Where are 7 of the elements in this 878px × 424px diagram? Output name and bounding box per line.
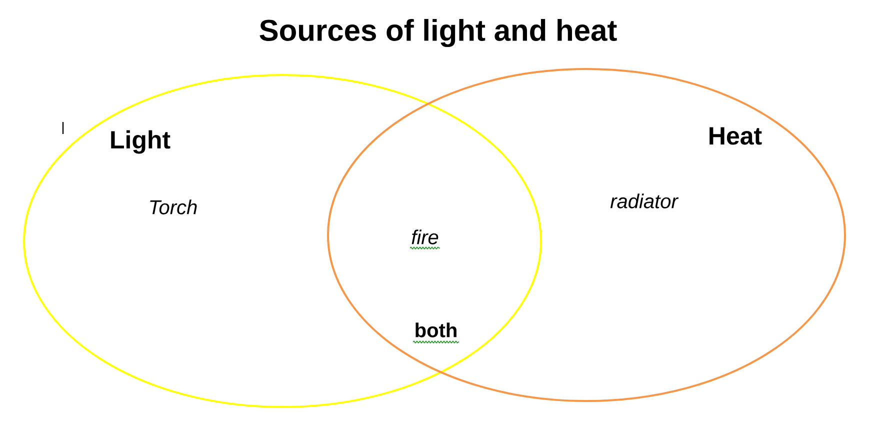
title: Sources of light and heat	[260, 18, 617, 48]
item-label: fire	[412, 230, 438, 244]
item-label: Torch	[150, 200, 197, 214]
set-heading: Heat	[710, 127, 762, 145]
item-label: radiator	[610, 194, 679, 208]
set-heading: Light	[111, 130, 170, 154]
item-label: both	[416, 322, 456, 338]
